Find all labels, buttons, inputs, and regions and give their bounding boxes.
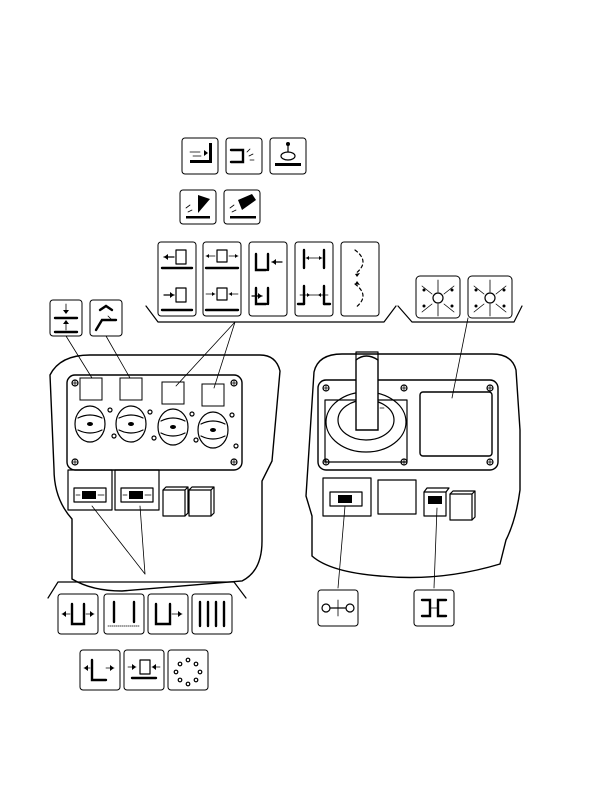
bottom-left-icon-group (47, 581, 247, 691)
lever-label-plate-4 (201, 383, 225, 407)
sideshift-left-right-icon (57, 593, 99, 635)
leader-lines-right (337, 317, 469, 589)
control-lever-4[interactable] (197, 411, 229, 449)
reach-in-out-icon (157, 241, 197, 317)
rotate-icon (340, 241, 380, 317)
selector-switch[interactable] (423, 487, 450, 517)
panel-screws (71, 379, 238, 466)
blank-switch-4 (449, 490, 476, 521)
sideshift-icon (225, 137, 263, 175)
fork-parallel-icon (191, 593, 233, 635)
joystick-pattern-a-icon (415, 275, 461, 319)
main-joystick[interactable] (324, 351, 408, 463)
top-icon-row-1 (181, 137, 307, 175)
clamp-icon (123, 649, 165, 691)
fork-narrow-icon (294, 241, 334, 317)
right-panel-icons (397, 275, 523, 323)
tilt-back-icon (89, 299, 123, 337)
push-pull-icon (79, 649, 121, 691)
control-lever-2[interactable] (115, 405, 147, 443)
blank-switch-1 (162, 486, 189, 517)
bottom-right-icons (317, 589, 455, 627)
valve-switch-icon (317, 589, 359, 627)
joystick-pattern-b-icon (467, 275, 513, 319)
selector-switch-icon (413, 589, 455, 627)
valve-rocker-switch[interactable] (329, 491, 363, 507)
joystick-icon (269, 137, 307, 175)
fork-lower-icon (181, 137, 219, 175)
reach-icon (147, 593, 189, 635)
fork-spread-icon (248, 241, 288, 317)
blank-switch-2 (188, 486, 215, 517)
rocker-switch-2[interactable] (120, 487, 154, 503)
right-switch-housing (322, 477, 372, 517)
panel-holes (107, 407, 239, 449)
bracket-icon-row (145, 241, 397, 323)
lift-lower-icon (49, 299, 83, 337)
top-icon-row-2 (179, 189, 261, 225)
control-lever-1[interactable] (74, 405, 106, 443)
left-console (49, 354, 281, 592)
fork-spread-ruler-icon (103, 593, 145, 635)
switch-housing-2 (114, 469, 160, 511)
left-lever-icons (49, 299, 123, 337)
blank-switch-3 (377, 479, 417, 515)
fork-position-icon (202, 241, 242, 317)
lever-label-plate-1 (79, 377, 103, 401)
leader-lines-left (65, 321, 236, 575)
switch-housing-1 (67, 469, 113, 511)
tilt-forward-icon (223, 189, 261, 225)
control-lever-3[interactable] (157, 408, 189, 446)
display-window (419, 391, 493, 457)
right-console (305, 351, 521, 579)
tilt-icon (179, 189, 217, 225)
lever-label-plate-2 (119, 377, 143, 401)
rotate-dots-icon (167, 649, 209, 691)
rocker-switch-1[interactable] (73, 487, 107, 503)
lever-label-plate-3 (161, 381, 185, 405)
